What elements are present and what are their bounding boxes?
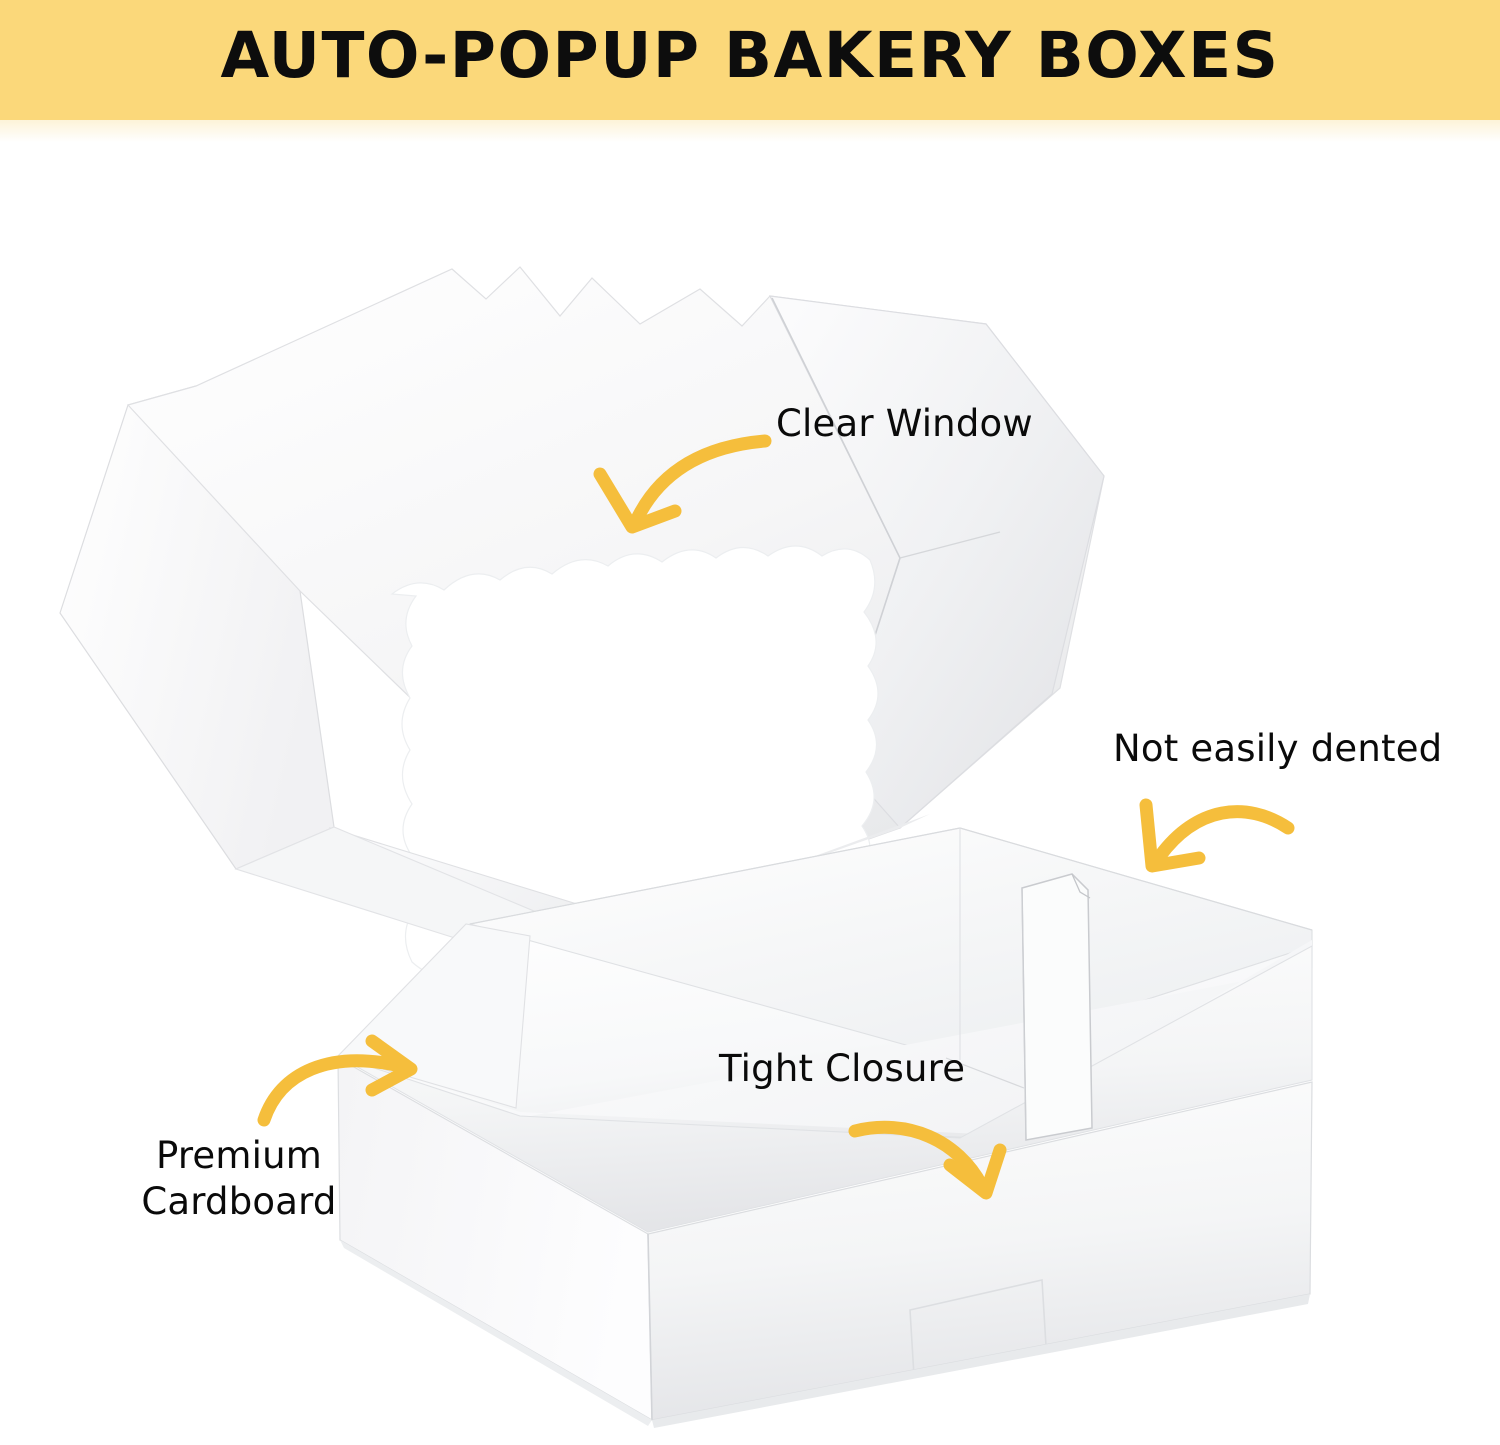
box-top-rim	[337, 940, 1313, 1233]
callout-label-premium-cardboard-line1: Premium	[155, 1134, 323, 1177]
header-banner	[0, 0, 1500, 128]
callout-label-clear-window: Clear Window	[776, 402, 1033, 445]
product-illustration	[0, 128, 1500, 1445]
page-title: AUTO-POPUP BAKERY BOXES	[220, 19, 1280, 92]
box-edge-highlights	[469, 827, 1313, 1060]
header-banner-fade	[0, 120, 1500, 142]
callout-label-premium-cardboard-line2: Cardboard	[141, 1180, 337, 1223]
callout-label-not-easily-dented: Not easily dented	[1113, 727, 1443, 770]
corner-reinforcement-flap	[945, 873, 1093, 1141]
box-front-wall	[337, 1056, 1313, 1422]
box-bottom-edge	[340, 1240, 1310, 1428]
callout-label-premium-cardboard: Premium Cardboard	[106, 1133, 372, 1225]
callout-label-tight-closure: Tight Closure	[719, 1047, 966, 1090]
